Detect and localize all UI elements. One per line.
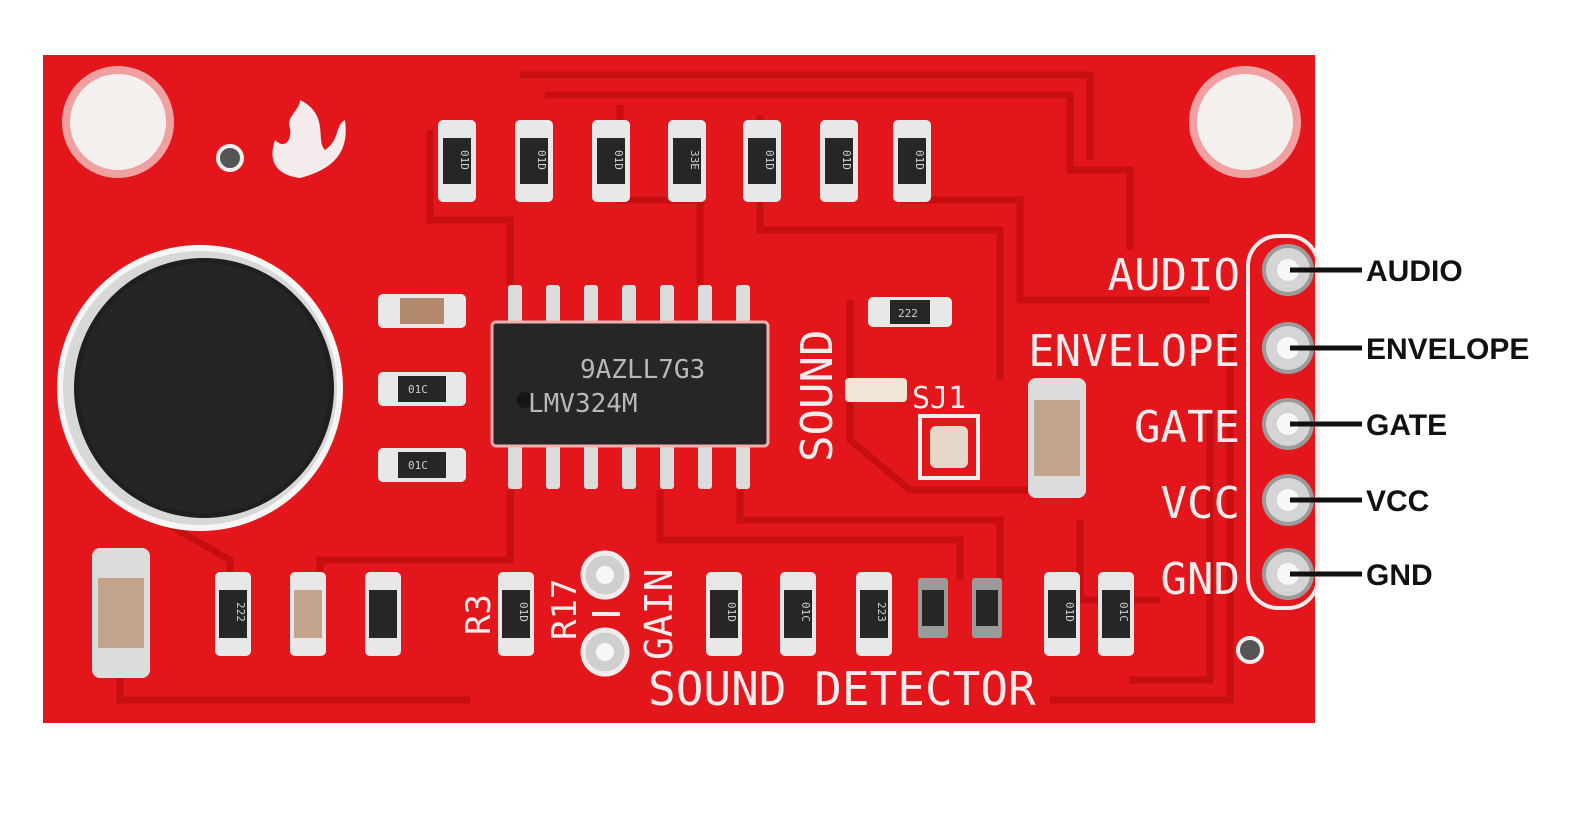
smd-code: 01C — [799, 602, 812, 622]
smd-code: 223 — [875, 602, 888, 622]
callout-audio: AUDIO — [1366, 255, 1463, 288]
chip-marking-line1: 9AZLL7G3 — [580, 355, 705, 385]
mount-hole-left — [62, 66, 174, 178]
callout-lines — [1290, 267, 1362, 577]
smd-code: 01D — [612, 150, 625, 170]
smd-code: 01D — [763, 150, 776, 170]
ic-chip: 9AZLL7G3 LMV324M — [490, 285, 770, 489]
jumper-label: SJ1 — [912, 381, 966, 416]
smd-code: 01D — [840, 150, 853, 170]
smd-code: 01D — [725, 602, 738, 622]
solder-jumper — [918, 414, 980, 480]
pin-callouts: AUDIO ENVELOPE GATE VCC GND — [1366, 255, 1529, 592]
gain-label: GAIN — [637, 568, 681, 660]
led-component — [845, 378, 907, 402]
callout-envelope: ENVELOPE — [1366, 333, 1529, 366]
r3-label: R3 — [459, 594, 499, 635]
cap-222: 222 — [868, 297, 952, 327]
smd-code: 01D — [517, 602, 530, 622]
silk-pin-labels: AUDIO ENVELOPE GATE VCC GND — [1028, 250, 1240, 605]
smd-code: 33E — [688, 150, 701, 170]
solder-jumper-pad — [930, 426, 968, 468]
large-capacitor — [1028, 378, 1086, 498]
chip-marking-line2: LMV324M — [528, 389, 638, 419]
smd-code: 01D — [913, 150, 926, 170]
bottom-components: 222 01D 01D 01C 223 01D 01C — [92, 548, 1134, 678]
left-components: 01C 01C — [378, 294, 466, 482]
board-title: SOUND DETECTOR — [648, 662, 1036, 716]
header-pins — [1246, 234, 1320, 610]
callout-vcc: VCC — [1366, 485, 1429, 518]
callout-gnd: GND — [1366, 559, 1433, 592]
gain-pads — [580, 550, 630, 677]
smd-code: 01C — [408, 383, 428, 396]
smd-code: 01C — [408, 459, 428, 472]
via — [216, 144, 244, 172]
smd-code: 01D — [458, 150, 471, 170]
smd-code: 222 — [898, 307, 918, 320]
silk-pin-envelope: ENVELOPE — [1028, 326, 1240, 377]
silk-pin-gate: GATE — [1134, 402, 1240, 453]
flame-logo — [272, 100, 346, 178]
sound-vertical-label: SOUND — [792, 330, 843, 462]
smd-code: 01D — [1063, 602, 1076, 622]
smd-code: 222 — [234, 602, 247, 622]
silk-pin-gnd: GND — [1161, 554, 1240, 605]
mount-hole-right — [1189, 66, 1301, 178]
smd-code: 01D — [535, 150, 548, 170]
callout-gate: GATE — [1366, 409, 1447, 442]
smd-code: 01C — [1117, 602, 1130, 622]
microphone — [57, 245, 343, 531]
silk-pin-audio: AUDIO — [1108, 250, 1240, 301]
via — [1236, 636, 1264, 664]
r17-label: R17 — [545, 579, 585, 640]
resistor-top-row: 01D 01D 01D 33E 01D 01D 01D — [438, 120, 931, 202]
silk-pin-vcc: VCC — [1161, 478, 1240, 529]
